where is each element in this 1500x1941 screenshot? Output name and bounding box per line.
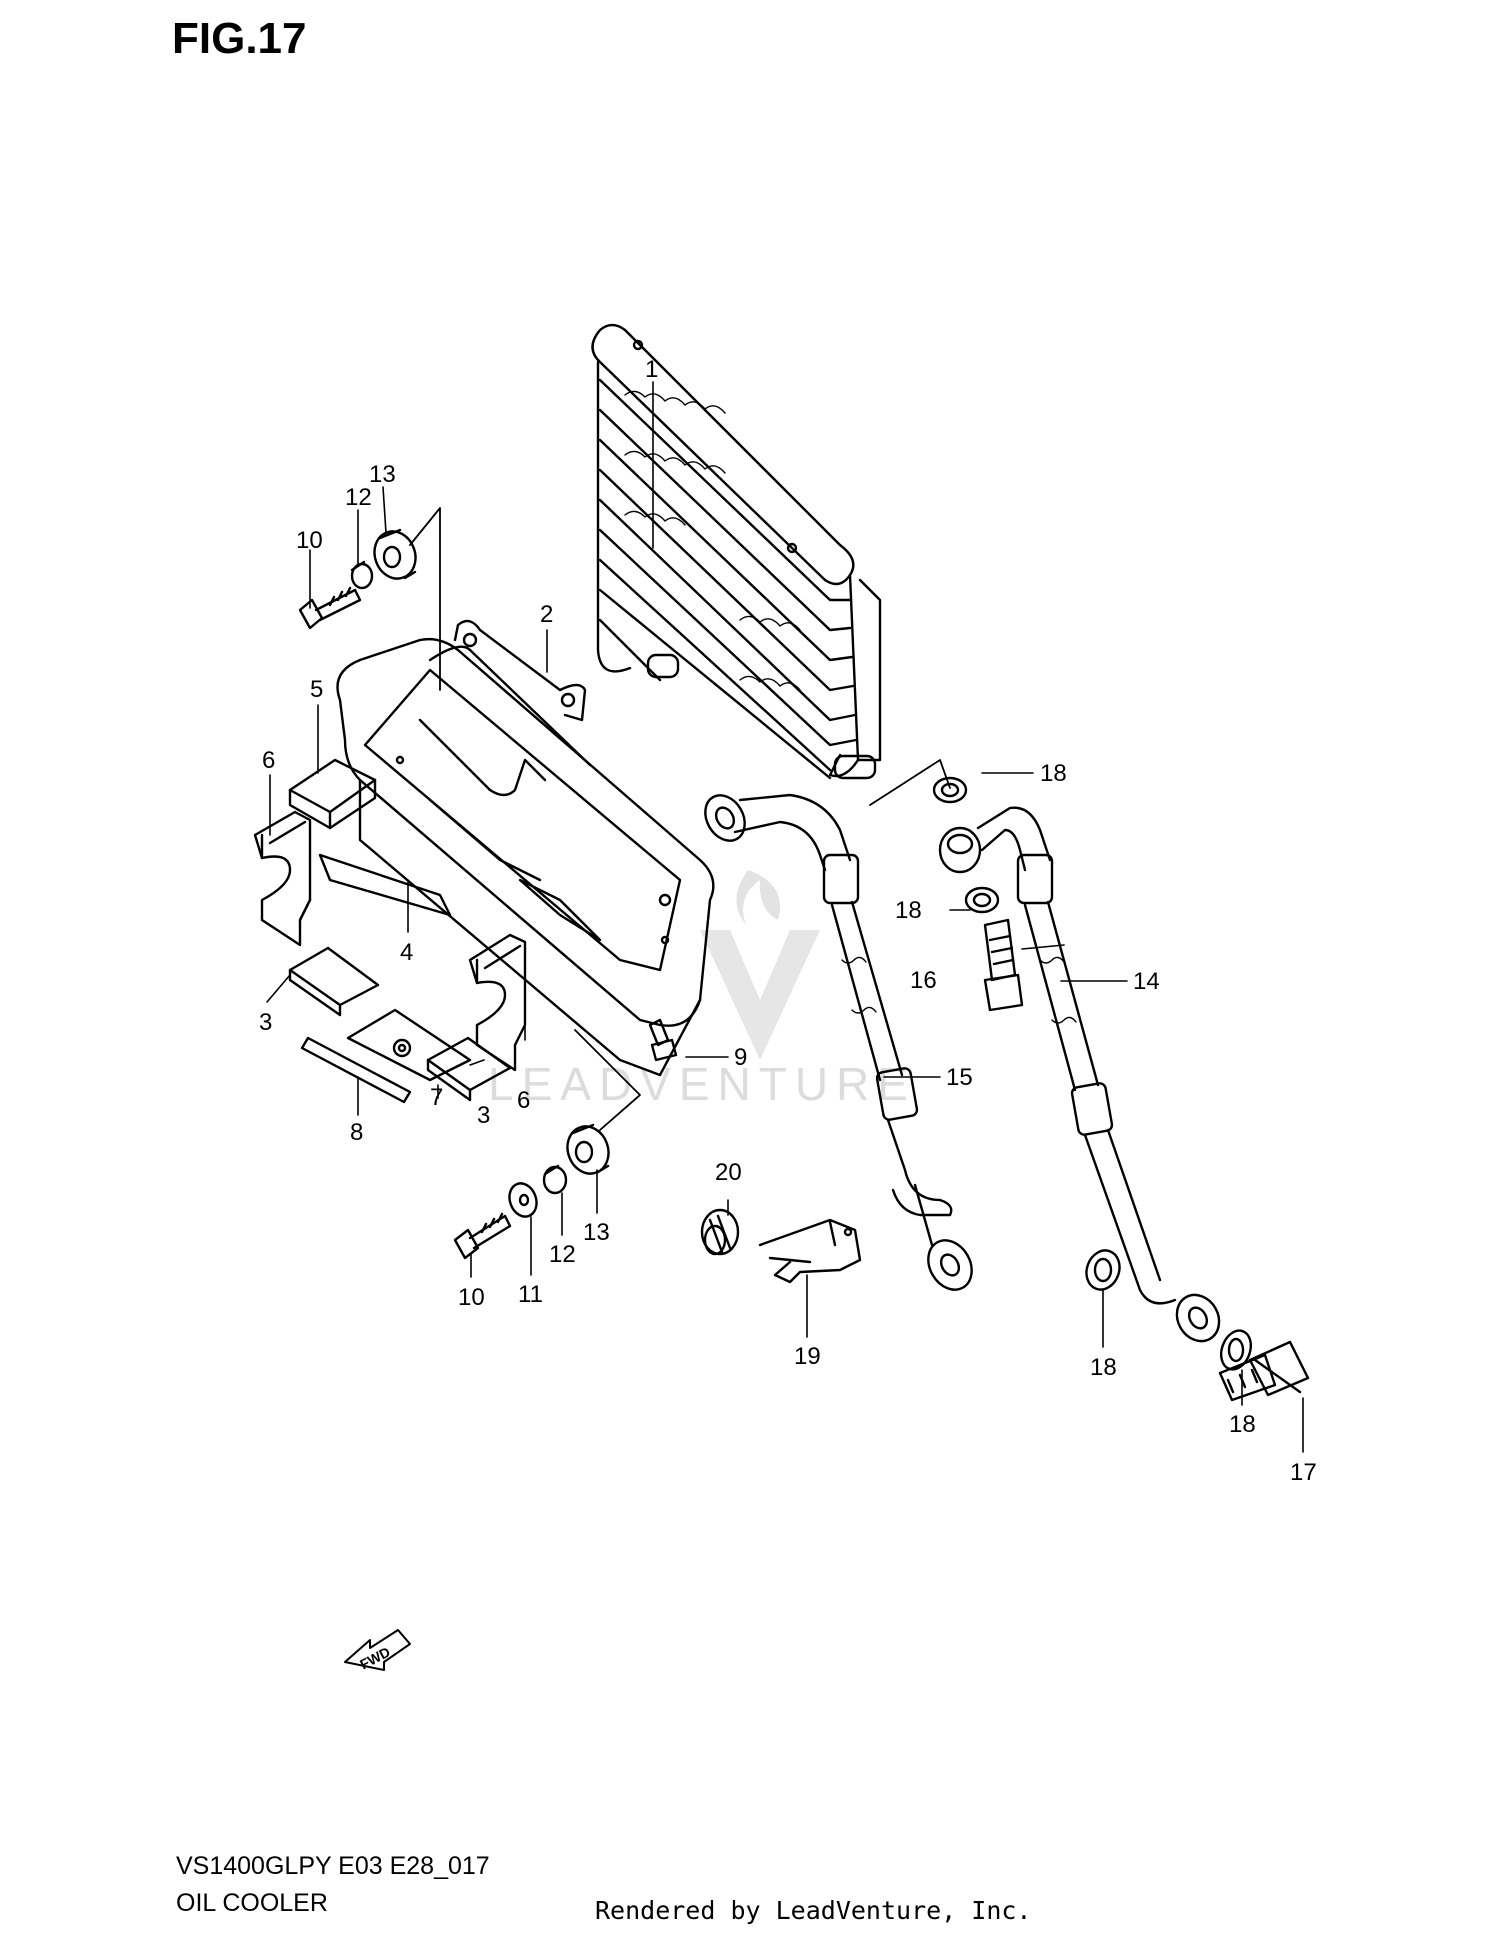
part-collar-12-upper [350,560,374,590]
callout-14: 14 [1133,968,1160,995]
part-collar-20 [700,1208,740,1256]
callout-9: 9 [734,1044,747,1071]
figure-title: FIG.17 [172,14,307,63]
part-side-cushion-left [253,810,312,947]
part-washer-18-a [932,776,968,804]
callout-13-lower: 13 [583,1219,610,1246]
part-union-bolt-16 [983,918,1024,1012]
section-name: OIL COOLER [176,1889,328,1917]
part-washer-18-c [1085,1249,1121,1291]
part-plate-right [426,1036,512,1102]
part-plate-left [288,946,380,1017]
callout-17: 17 [1290,1459,1317,1486]
model-code: VS1400GLPY E03 E28_017 [176,1852,490,1880]
callout-19: 19 [794,1343,821,1370]
callout-18-c: 18 [1090,1354,1117,1381]
callout-3-right: 3 [477,1102,490,1129]
callout-8: 8 [350,1119,363,1146]
callout-3-left: 3 [259,1009,272,1036]
part-grommet-13-lower [566,1123,610,1175]
callout-10-lower: 10 [458,1284,485,1311]
callout-13-upper: 13 [369,461,396,488]
callout-2: 2 [540,601,553,628]
callout-6-left: 6 [262,747,275,774]
callout-11: 11 [518,1281,543,1308]
part-bolt-9 [648,1018,678,1062]
callout-18-d: 18 [1229,1411,1256,1438]
part-washer-18-b [964,886,1000,914]
part-side-cushion-right [468,933,527,1072]
part-oil-cooler-core [591,323,882,780]
callout-10-upper: 10 [296,527,323,554]
part-collar-12-lower [542,1164,568,1195]
callout-16: 16 [910,967,937,994]
part-rubber-bar [318,853,452,917]
fwd-arrow-icon: FWD [344,1629,411,1673]
part-cooler-bracket [336,619,715,1077]
part-hose-clamp-19 [758,1218,862,1284]
part-washer-11 [508,1182,538,1218]
part-oil-hose-15 [704,793,973,1291]
part-bolt-10-lower [453,1212,512,1260]
callout-5: 5 [310,676,323,703]
callout-4: 4 [400,939,413,966]
callout-12-lower: 12 [549,1241,576,1268]
callout-20: 20 [715,1159,742,1186]
callout-18-a: 18 [1040,760,1067,787]
rendered-by-credit: Rendered by LeadVenture, Inc. [595,1896,1032,1925]
part-clamp-plate [346,1008,472,1082]
leader-lines [266,381,1304,1453]
watermark: LEADVENTURE [488,870,916,1110]
part-oil-hose-14 [938,806,1221,1343]
callout-6-right: 6 [517,1087,530,1114]
callout-1: 1 [645,356,658,383]
part-union-bolt-17 [1218,1340,1310,1402]
part-washer-18-d [1219,1329,1253,1371]
callout-18-b: 18 [895,897,922,924]
callout-7: 7 [430,1084,443,1111]
part-strip [300,1036,412,1104]
watermark-text: LEADVENTURE [488,1058,916,1110]
part-top-damper [288,758,377,830]
part-grommet-13-upper [373,528,417,580]
callout-15: 15 [946,1064,973,1091]
part-bolt-10-upper [298,586,362,630]
callout-12-upper: 12 [345,484,372,511]
